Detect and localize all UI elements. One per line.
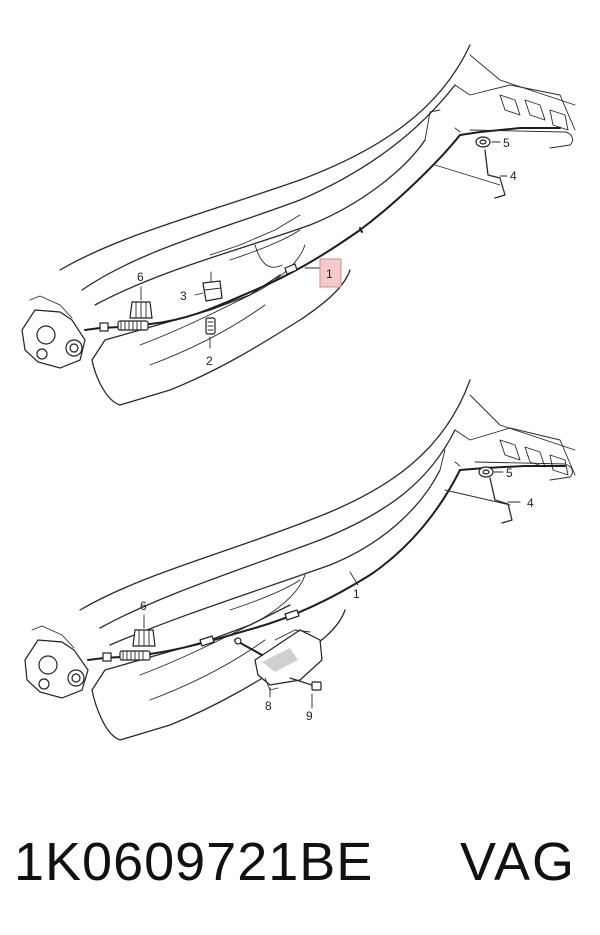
callout-5-top: 5	[503, 136, 510, 150]
clip-part-6-bottom	[132, 614, 156, 647]
bolt-part-2-top	[205, 317, 216, 349]
brand-name: VAG	[460, 832, 577, 892]
callout-1-bottom: 1	[353, 587, 360, 601]
grommet-part-5-top	[475, 136, 491, 148]
bottom-assembly: 1 4 5 6 8 9	[24, 379, 576, 741]
top-assembly: 1 2 3 4 5 6	[21, 44, 576, 406]
callout-9-bottom: 9	[306, 709, 313, 723]
callout-6-bottom: 6	[140, 599, 147, 613]
brake-caliper-bottom	[24, 625, 89, 699]
part-number: 1K0609721BE	[14, 832, 374, 892]
callout-1-top: 1	[326, 267, 333, 281]
bolt-part-9	[289, 677, 322, 709]
callout-3-top: 3	[180, 289, 187, 303]
clip-part-6-top	[129, 286, 153, 319]
parts-diagram: 1 2 3 4 5 6	[21, 44, 576, 741]
caption-bar: 1K0609721BE VAG	[0, 812, 600, 912]
callout-2-top: 2	[206, 354, 213, 368]
highlight-callout-1-top	[319, 258, 342, 288]
callout-5-bottom: 5	[506, 466, 513, 480]
callout-8-bottom: 8	[265, 699, 272, 713]
callout-6-top: 6	[137, 270, 144, 284]
callout-4-top: 4	[510, 169, 517, 183]
clamp-part-3-top	[194, 271, 223, 302]
callout-4-bottom: 4	[527, 496, 534, 510]
brake-caliper-top	[21, 295, 86, 369]
lever-assembly-part-8	[234, 629, 323, 698]
grommet-part-5-bottom	[478, 466, 494, 478]
